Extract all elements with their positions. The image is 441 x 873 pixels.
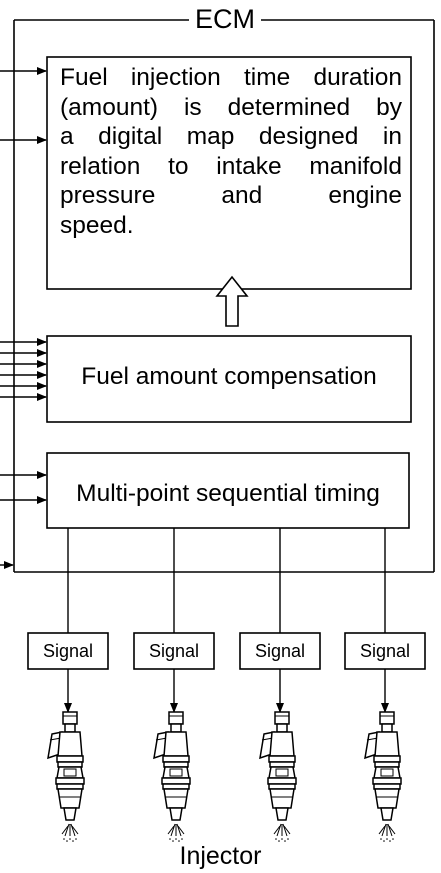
map-text-line: Fuel injection time duration (60, 64, 402, 91)
digital-map-text: Fuel injection time duration (amount) is… (60, 63, 402, 240)
signal-box-2 (133, 632, 215, 670)
timing-output-lines (67, 528, 386, 633)
ecm-label: ECM (189, 4, 261, 34)
signal-box-1 (27, 632, 109, 670)
hollow-up-arrow-icon (215, 275, 249, 327)
signal-label: Signal (148, 641, 200, 661)
injector-icon (47, 711, 85, 843)
signal-to-injector-arrows (64, 669, 389, 713)
fuel-compensation-box (46, 335, 412, 423)
map-input-arrows (0, 67, 47, 144)
injector-icon (364, 711, 402, 843)
signal-label: Signal (254, 641, 306, 661)
signal-label: Signal (359, 641, 411, 661)
injector-icon (259, 711, 297, 843)
digital-map-box (46, 56, 412, 290)
signal-label: Signal (42, 641, 94, 661)
fuel-compensation-label: Fuel amount compensation (81, 363, 377, 390)
map-text-line: pressure and engine (60, 182, 402, 209)
map-text-line: speed. (60, 211, 134, 239)
injector-label: Injector (179, 842, 262, 870)
map-text-line: relation to intake manifold (60, 152, 402, 180)
injector-icon (153, 711, 191, 843)
compensation-input-arrows (0, 338, 47, 401)
sequential-timing-label: Multi-point sequential timing (76, 480, 380, 507)
map-text-line: (amount) is determined by (60, 93, 402, 121)
timing-input-arrows (0, 471, 47, 504)
signal-box-4 (344, 632, 426, 670)
map-text-line: a digital map designed in (60, 123, 402, 150)
sequential-timing-box (46, 452, 410, 529)
